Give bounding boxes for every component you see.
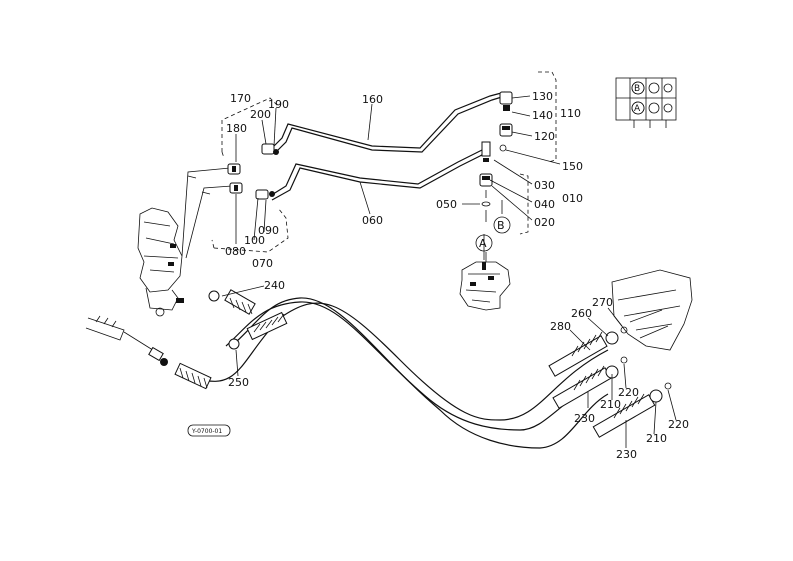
label-100: 100 [244,234,265,247]
svg-text:Y-0700-01: Y-0700-01 [191,428,222,435]
long-hose-inner [225,301,613,431]
label-040: 040 [534,198,555,211]
label-220-upper: 220 [618,386,639,399]
svg-text:A: A [634,104,641,114]
label-210-lower: 210 [646,432,667,445]
svg-text:B: B [634,84,640,94]
control-valve-fittings [479,91,513,222]
feed-lines [181,167,233,259]
label-010: 010 [562,192,583,205]
label-140: 140 [532,109,553,122]
group-box-070 [211,207,289,253]
label-150: 150 [562,160,583,173]
fitting-200 [261,143,279,155]
part-labels: 170 190 200 180 160 060 080 100 090 070 … [225,90,689,461]
label-090: 090 [258,224,279,237]
pipe-160 [271,91,506,153]
hose-end-230a [552,365,612,409]
hose-end-250 [228,311,288,350]
pipe-060 [269,145,491,201]
fitting-080 [229,182,243,194]
fitting-180 [227,163,241,175]
label-270: 270 [592,296,613,309]
marker-b: B [493,216,511,234]
right-fittings [605,326,672,403]
label-170: 170 [230,92,251,105]
long-hose-outer [195,297,609,449]
label-060: 060 [362,214,383,227]
label-250: 250 [228,376,249,389]
label-230-upper: 230 [574,412,595,425]
fitting-090 [255,189,275,200]
label-070: 070 [252,257,273,270]
label-210-upper: 210 [600,398,621,411]
label-080: 080 [225,245,246,258]
label-110: 110 [560,107,581,120]
inset-marker-b: B [631,81,645,95]
hose-end-left-lower [160,358,212,390]
label-260: 260 [571,307,592,320]
valve-body-sketch [459,252,511,311]
group-box-170 [221,97,279,159]
leader-lines [221,95,677,448]
label-280: 280 [550,320,571,333]
group-box-010 [519,173,529,235]
label-160: 160 [362,93,383,106]
label-240: 240 [264,279,285,292]
inset-marker-a: A [631,101,645,115]
label-130: 130 [532,90,553,103]
marker-a: A [475,234,493,252]
drawing-code-tag: Y-0700-01 [187,424,231,437]
label-120: 120 [534,130,555,143]
label-050: 050 [436,198,457,211]
label-230-lower: 230 [616,448,637,461]
label-200: 200 [250,108,271,121]
label-030: 030 [534,179,555,192]
cylinder-sketch-right [611,269,693,351]
valve-block [137,207,184,317]
steering-cylinder [85,315,164,362]
valve-inset-icon [615,77,677,128]
label-020: 020 [534,216,555,229]
hose-end-280 [548,331,608,377]
label-190: 190 [268,98,289,111]
label-220-lower: 220 [668,418,689,431]
group-box-110 [538,71,557,163]
label-180: 180 [226,122,247,135]
svg-text:B: B [497,219,505,232]
svg-text:A: A [479,237,487,250]
